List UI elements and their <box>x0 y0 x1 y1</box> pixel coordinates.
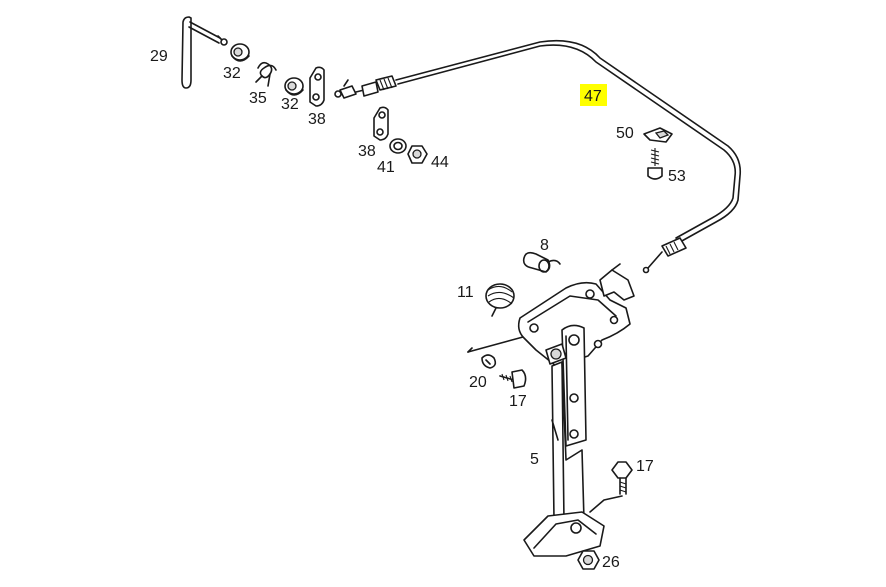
label-47-highlight <box>580 84 607 106</box>
label-11: 11 <box>457 284 474 301</box>
part-5-pedal-assembly <box>467 263 635 557</box>
label-38-a: 38 <box>308 111 326 128</box>
label-5: 5 <box>530 451 539 468</box>
label-44: 44 <box>431 154 449 171</box>
part-47-cable <box>395 39 742 274</box>
label-17-b: 17 <box>636 458 654 475</box>
label-53: 53 <box>668 168 686 185</box>
part-32-bushing-b <box>284 77 304 96</box>
part-26-nut <box>577 550 600 570</box>
part-17-bolt-right <box>611 461 633 495</box>
label-47: 47 <box>584 88 602 105</box>
label-41: 41 <box>377 159 395 176</box>
part-44-nut <box>407 145 428 164</box>
label-26: 26 <box>602 554 620 571</box>
part-29-rod <box>181 16 228 89</box>
part-53-screw <box>647 148 663 180</box>
label-20: 20 <box>469 374 487 391</box>
label-17-a: 17 <box>509 393 527 410</box>
part-8-bushing <box>522 251 561 273</box>
label-38-b: 38 <box>358 143 376 160</box>
part-38-bracket-lower <box>373 106 389 141</box>
part-11-spring <box>485 283 515 317</box>
part-35-spring <box>255 61 277 87</box>
part-32-bushing-a <box>230 43 250 62</box>
part-41-washer <box>389 138 407 154</box>
cable-end-fitting <box>334 75 397 99</box>
label-32-b: 32 <box>281 96 299 113</box>
label-29: 29 <box>150 48 168 65</box>
label-50: 50 <box>616 125 634 142</box>
label-35: 35 <box>249 90 267 107</box>
part-50-clip <box>643 127 673 143</box>
label-32-a: 32 <box>223 65 241 82</box>
part-17-bolt-left <box>499 369 527 389</box>
part-38-bracket-upper <box>309 66 325 107</box>
part-20-circlip <box>481 354 497 369</box>
label-8: 8 <box>540 237 549 254</box>
